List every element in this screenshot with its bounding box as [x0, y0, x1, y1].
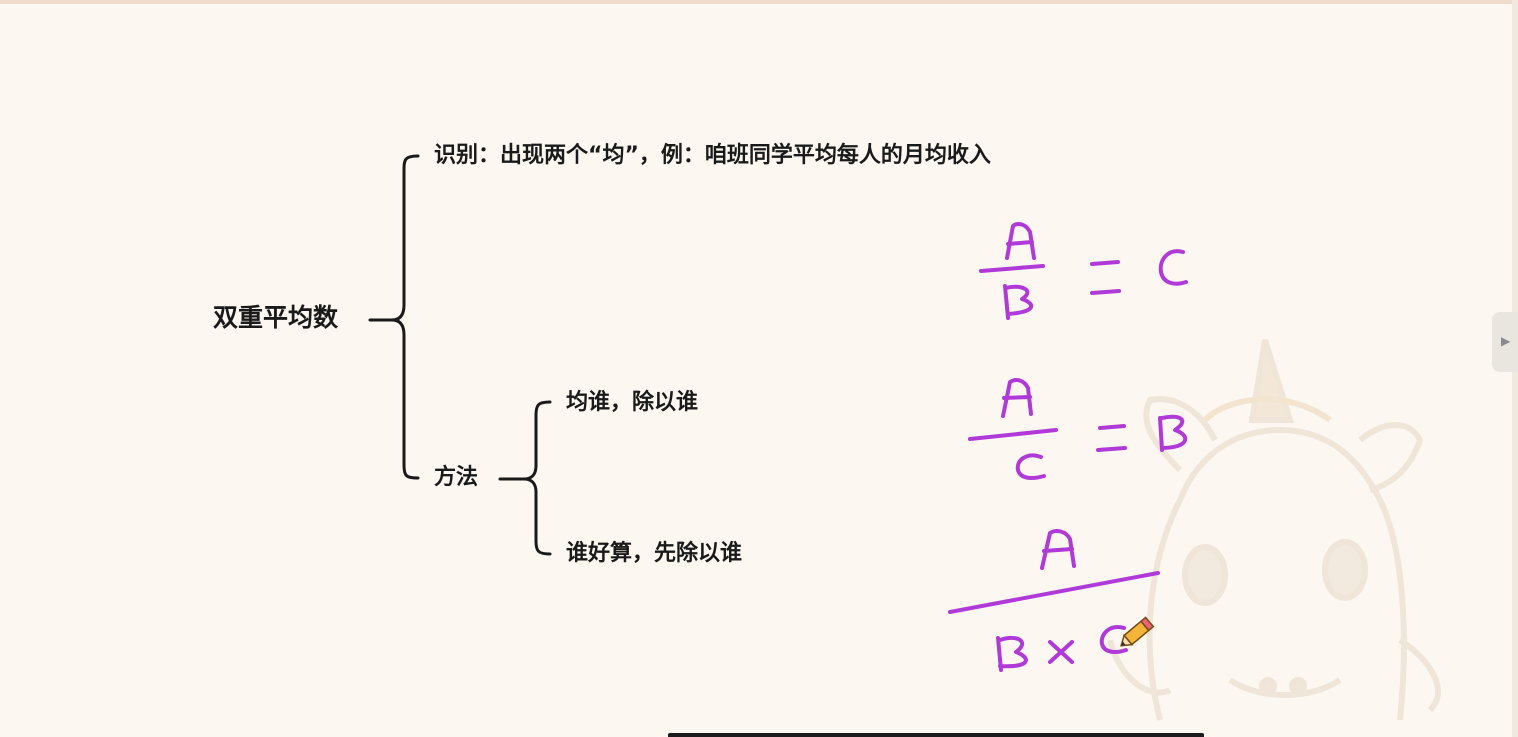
- mindmap-node-method-rule-2: 谁好算，先除以谁: [566, 541, 743, 566]
- mindmap-root-node: 双重平均数: [213, 303, 339, 332]
- mindmap-node-method-rule-1: 均谁，除以谁: [566, 390, 699, 415]
- bottom-bar: [668, 733, 1204, 737]
- mindmap-node-identify: 识别：出现两个“均”，例：咱班同学平均每人的月均收入: [434, 143, 991, 168]
- handwritten-equation-1: [979, 222, 1188, 320]
- bracket-level2: [523, 400, 552, 556]
- handwritten-equation-2: [968, 378, 1188, 480]
- mindmap-node-method: 方法: [434, 465, 479, 490]
- handwritten-equation-3: [948, 529, 1160, 672]
- top-border: [0, 0, 1518, 4]
- side-panel-toggle[interactable]: ▶: [1492, 312, 1518, 372]
- chevron-right-icon: ▶: [1501, 334, 1511, 348]
- bracket-level1: [391, 154, 420, 480]
- pencil-icon: [1120, 616, 1155, 647]
